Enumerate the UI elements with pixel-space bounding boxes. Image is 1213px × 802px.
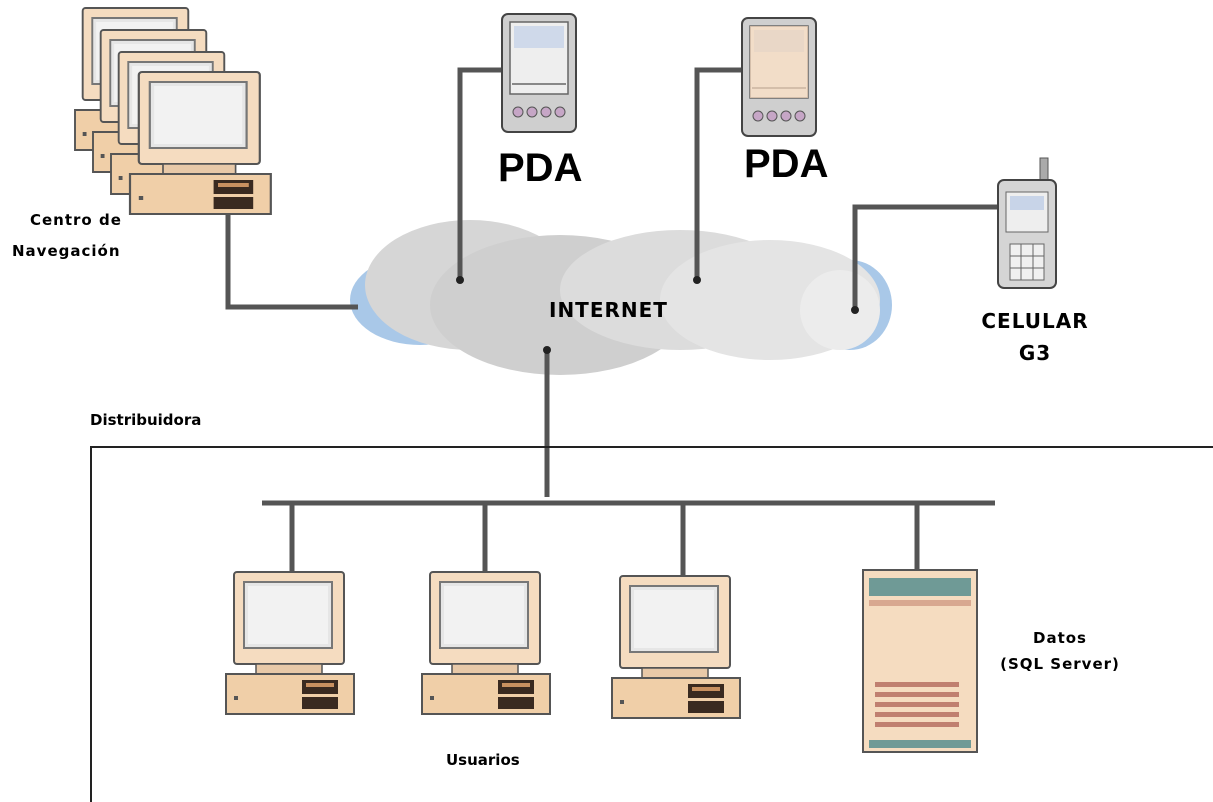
connection-dots — [456, 276, 859, 354]
pda-label-2: PDA — [744, 142, 829, 186]
database-label-line1: Datos — [1033, 629, 1087, 647]
distributor-boundary — [90, 446, 1213, 802]
user-computer-3 — [611, 575, 741, 719]
internet-cloud — [350, 220, 892, 375]
navigation-center-computers — [74, 7, 272, 216]
navigation-center-label-line2: Navegación — [12, 242, 121, 260]
internet-label: INTERNET — [549, 298, 668, 322]
cellular-label-line2: G3 — [1018, 341, 1052, 365]
user-computer-1 — [225, 571, 355, 715]
cellular-label-line1: CELULAR — [981, 309, 1089, 333]
user-computer-2 — [421, 571, 551, 715]
database-label-line2: (SQL Server) — [1000, 655, 1120, 673]
navigation-center-label-line1: Centro de — [30, 211, 122, 229]
connection-lines — [225, 67, 1000, 577]
users-label: Usuarios — [446, 751, 520, 769]
pda-label-1: PDA — [498, 146, 583, 190]
pda-device-2 — [741, 17, 817, 137]
cellphone-device — [997, 157, 1057, 289]
database-server — [862, 569, 978, 753]
distributor-label: Distribuidora — [90, 411, 202, 429]
pda-device-1 — [501, 13, 577, 133]
